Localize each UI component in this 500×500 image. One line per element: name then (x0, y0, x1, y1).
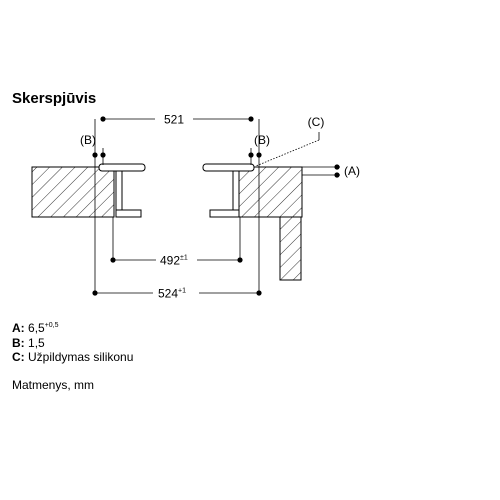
legend-key: B (12, 335, 21, 350)
legend-text: Užpildymas silikonu (28, 350, 134, 364)
legend-key: C (12, 350, 21, 364)
legend: A: 6,5+0,5 B: 1,5 C: Užpildymas silikonu (12, 319, 133, 365)
svg-text:524+1: 524+1 (158, 287, 186, 301)
marker-a-label: (A) (344, 164, 360, 178)
dimension-middle-label: 492 (160, 254, 180, 268)
marker-b-left: (B) (80, 133, 106, 158)
dimension-middle: 492±1 (110, 254, 243, 268)
appliance-edge-left (98, 163, 146, 218)
legend-item: B: 1,5 (12, 335, 45, 350)
marker-b-right-label: (B) (254, 133, 270, 147)
legend-text: 6,5 (28, 321, 45, 335)
marker-b-right: (B) (248, 133, 270, 158)
svg-text:492±1: 492±1 (160, 254, 188, 268)
extension-lines (94, 119, 340, 293)
callout-c-label: (C) (308, 115, 325, 129)
worktop-right (238, 166, 303, 218)
legend-superscript: +0,5 (44, 322, 59, 329)
callout-c: (C) (255, 115, 325, 167)
cabinet-side-panel (279, 216, 302, 281)
legend-item: C: Užpildymas silikonu (12, 350, 134, 364)
marker-a: (A) (334, 164, 360, 178)
appliance-edge-right (202, 163, 255, 218)
legend-key: A (12, 321, 21, 335)
marker-b-left-label: (B) (80, 133, 96, 147)
legend-item: A: 6,5+0,5 (12, 321, 59, 335)
dimension-top-label: 521 (164, 113, 184, 127)
dimension-top: 521 (100, 113, 254, 127)
dimension-bottom: 524+1 (92, 287, 262, 301)
worktop-left (31, 166, 115, 218)
dimension-bottom-label: 524 (158, 287, 178, 301)
units-note: Matmenys, mm (12, 378, 95, 392)
dimension-bottom-tolerance: +1 (178, 288, 186, 295)
dimension-middle-tolerance: ±1 (180, 255, 188, 262)
legend-text: 1,5 (28, 335, 45, 350)
page-title: Skerspjūvis (12, 90, 97, 107)
